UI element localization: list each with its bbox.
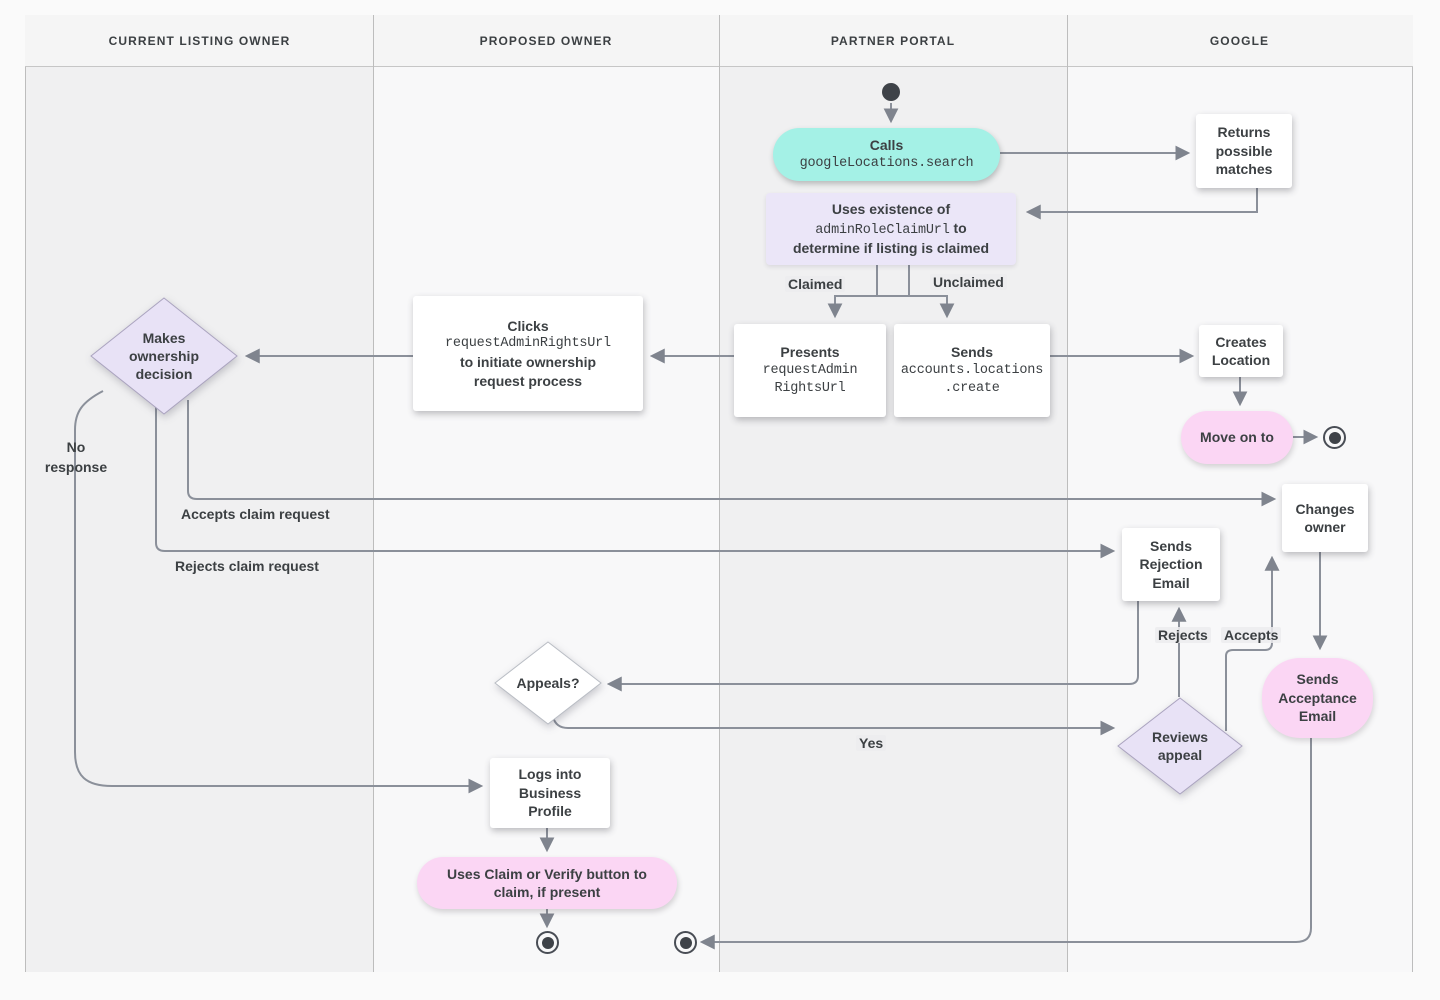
- node-line3: to initiate ownership: [459, 354, 597, 371]
- node-reviews-appeal: Reviews appeal: [1117, 697, 1243, 795]
- diamond-shape: [494, 641, 602, 725]
- node-calls-google-locations-search: Calls googleLocations.search: [773, 128, 1000, 181]
- edge-rejects-claim: [155, 404, 1116, 559]
- node-creates-location: Creates Location: [1199, 325, 1283, 377]
- node-logs-into-business-profile: Logs into Business Profile: [490, 758, 610, 828]
- note-line2-suffix: to: [949, 219, 967, 236]
- note-code: adminRoleClaimUrl: [815, 222, 950, 238]
- node-title: Presents: [780, 344, 840, 361]
- edge-label-unclaimed: Unclaimed: [930, 274, 1007, 290]
- node-title: Calls: [869, 137, 904, 154]
- edge-label-no-response: No response: [44, 439, 108, 475]
- lane-divider: [1067, 15, 1068, 972]
- node-code-line1: accounts.locations: [900, 362, 1044, 378]
- node-returns-possible-matches: Returns possible matches: [1196, 114, 1292, 188]
- diamond-shape: [90, 297, 238, 415]
- node-text: Returns possible matches: [1215, 124, 1273, 178]
- lane-divider: [719, 15, 720, 972]
- edge-label-accepts: Accepts: [1221, 627, 1282, 643]
- diamond-shape: [1117, 697, 1243, 795]
- node-text: Sends Rejection Email: [1139, 537, 1203, 591]
- node-code: requestAdminRightsUrl: [445, 336, 611, 352]
- edge-acceptance-to-end: [699, 738, 1312, 950]
- diamond-label: Appeals?: [516, 674, 580, 691]
- start-node: [882, 83, 900, 101]
- lane-current-listing-owner: [26, 15, 373, 972]
- edge-label-claimed: Claimed: [785, 276, 846, 292]
- edge-no-response: [74, 390, 484, 794]
- node-sends-accounts-locations-create: Sends accounts.locations .create: [894, 324, 1050, 417]
- node-makes-ownership-decision: Makes ownership decision: [90, 297, 238, 415]
- lane-header-current-listing-owner: CURRENT LISTING OWNER: [108, 34, 291, 48]
- node-clicks-request-admin-rights-url: Clicks requestAdminRightsUrl to initiate…: [413, 296, 643, 411]
- node-line4: request process: [473, 372, 583, 389]
- edge-label-rejects: Rejects: [1155, 627, 1211, 643]
- node-presents-request-admin-rights-url: Presents requestAdmin RightsUrl: [734, 324, 886, 417]
- node-text: Creates Location: [1211, 333, 1271, 368]
- end-node-dot: [541, 936, 554, 949]
- edge-reviews-accepts: [1225, 555, 1280, 731]
- node-text: Logs into Business Profile: [518, 766, 582, 820]
- diamond-label: Reviews appeal: [1151, 728, 1209, 763]
- edge-label-yes: Yes: [856, 735, 887, 751]
- note-line2: adminRoleClaimUrl to: [815, 219, 966, 240]
- node-move-on-to: Move on to: [1181, 411, 1293, 464]
- node-code: googleLocations.search: [799, 155, 974, 171]
- lane-header-proposed-owner: PROPOSED OWNER: [479, 34, 613, 48]
- lane-header-partner-portal: PARTNER PORTAL: [830, 34, 956, 48]
- node-title: Clicks: [507, 317, 549, 334]
- node-appeals-decision: Appeals?: [494, 641, 602, 725]
- diamond-label: Makes ownership decision: [128, 329, 199, 383]
- edge-returns-to-note: [1025, 188, 1258, 220]
- edge-label-accepts-claim-request: Accepts claim request: [181, 506, 330, 522]
- node-sends-rejection-email: Sends Rejection Email: [1122, 528, 1220, 601]
- node-changes-owner: Changes owner: [1282, 484, 1368, 552]
- node-code-line1: requestAdmin: [762, 362, 858, 378]
- edge-label-rejects-claim-request: Rejects claim request: [175, 558, 319, 574]
- node-title: Sends: [950, 344, 993, 361]
- end-node-proposed-owner: [536, 931, 559, 954]
- edge-rejection-to-appeals: [606, 601, 1139, 692]
- node-sends-acceptance-email: Sends Acceptance Email: [1262, 658, 1373, 738]
- node-code-line2: .create: [944, 380, 1000, 396]
- node-text: Move on to: [1200, 429, 1274, 446]
- node-text: Changes owner: [1295, 500, 1355, 535]
- node-code-line2: RightsUrl: [774, 380, 846, 396]
- lane-divider: [373, 15, 374, 972]
- node-uses-existence-note: Uses existence of adminRoleClaimUrl to d…: [766, 193, 1016, 265]
- note-line1: Uses existence of: [831, 201, 951, 218]
- end-node-partner-portal: [674, 931, 697, 954]
- lane-header-google: GOOGLE: [1209, 34, 1270, 48]
- end-node-google: [1323, 426, 1346, 449]
- node-text: Sends Acceptance Email: [1278, 671, 1357, 725]
- edge-appeals-yes: [552, 716, 1116, 736]
- end-node-dot: [1328, 431, 1341, 444]
- edge-accepts-claim: [187, 400, 1277, 507]
- end-node-dot: [679, 936, 692, 949]
- note-line3: determine if listing is claimed: [792, 240, 990, 257]
- node-uses-claim-or-verify: Uses Claim or Verify button to claim, if…: [417, 857, 677, 909]
- node-text: Uses Claim or Verify button to claim, if…: [447, 865, 647, 900]
